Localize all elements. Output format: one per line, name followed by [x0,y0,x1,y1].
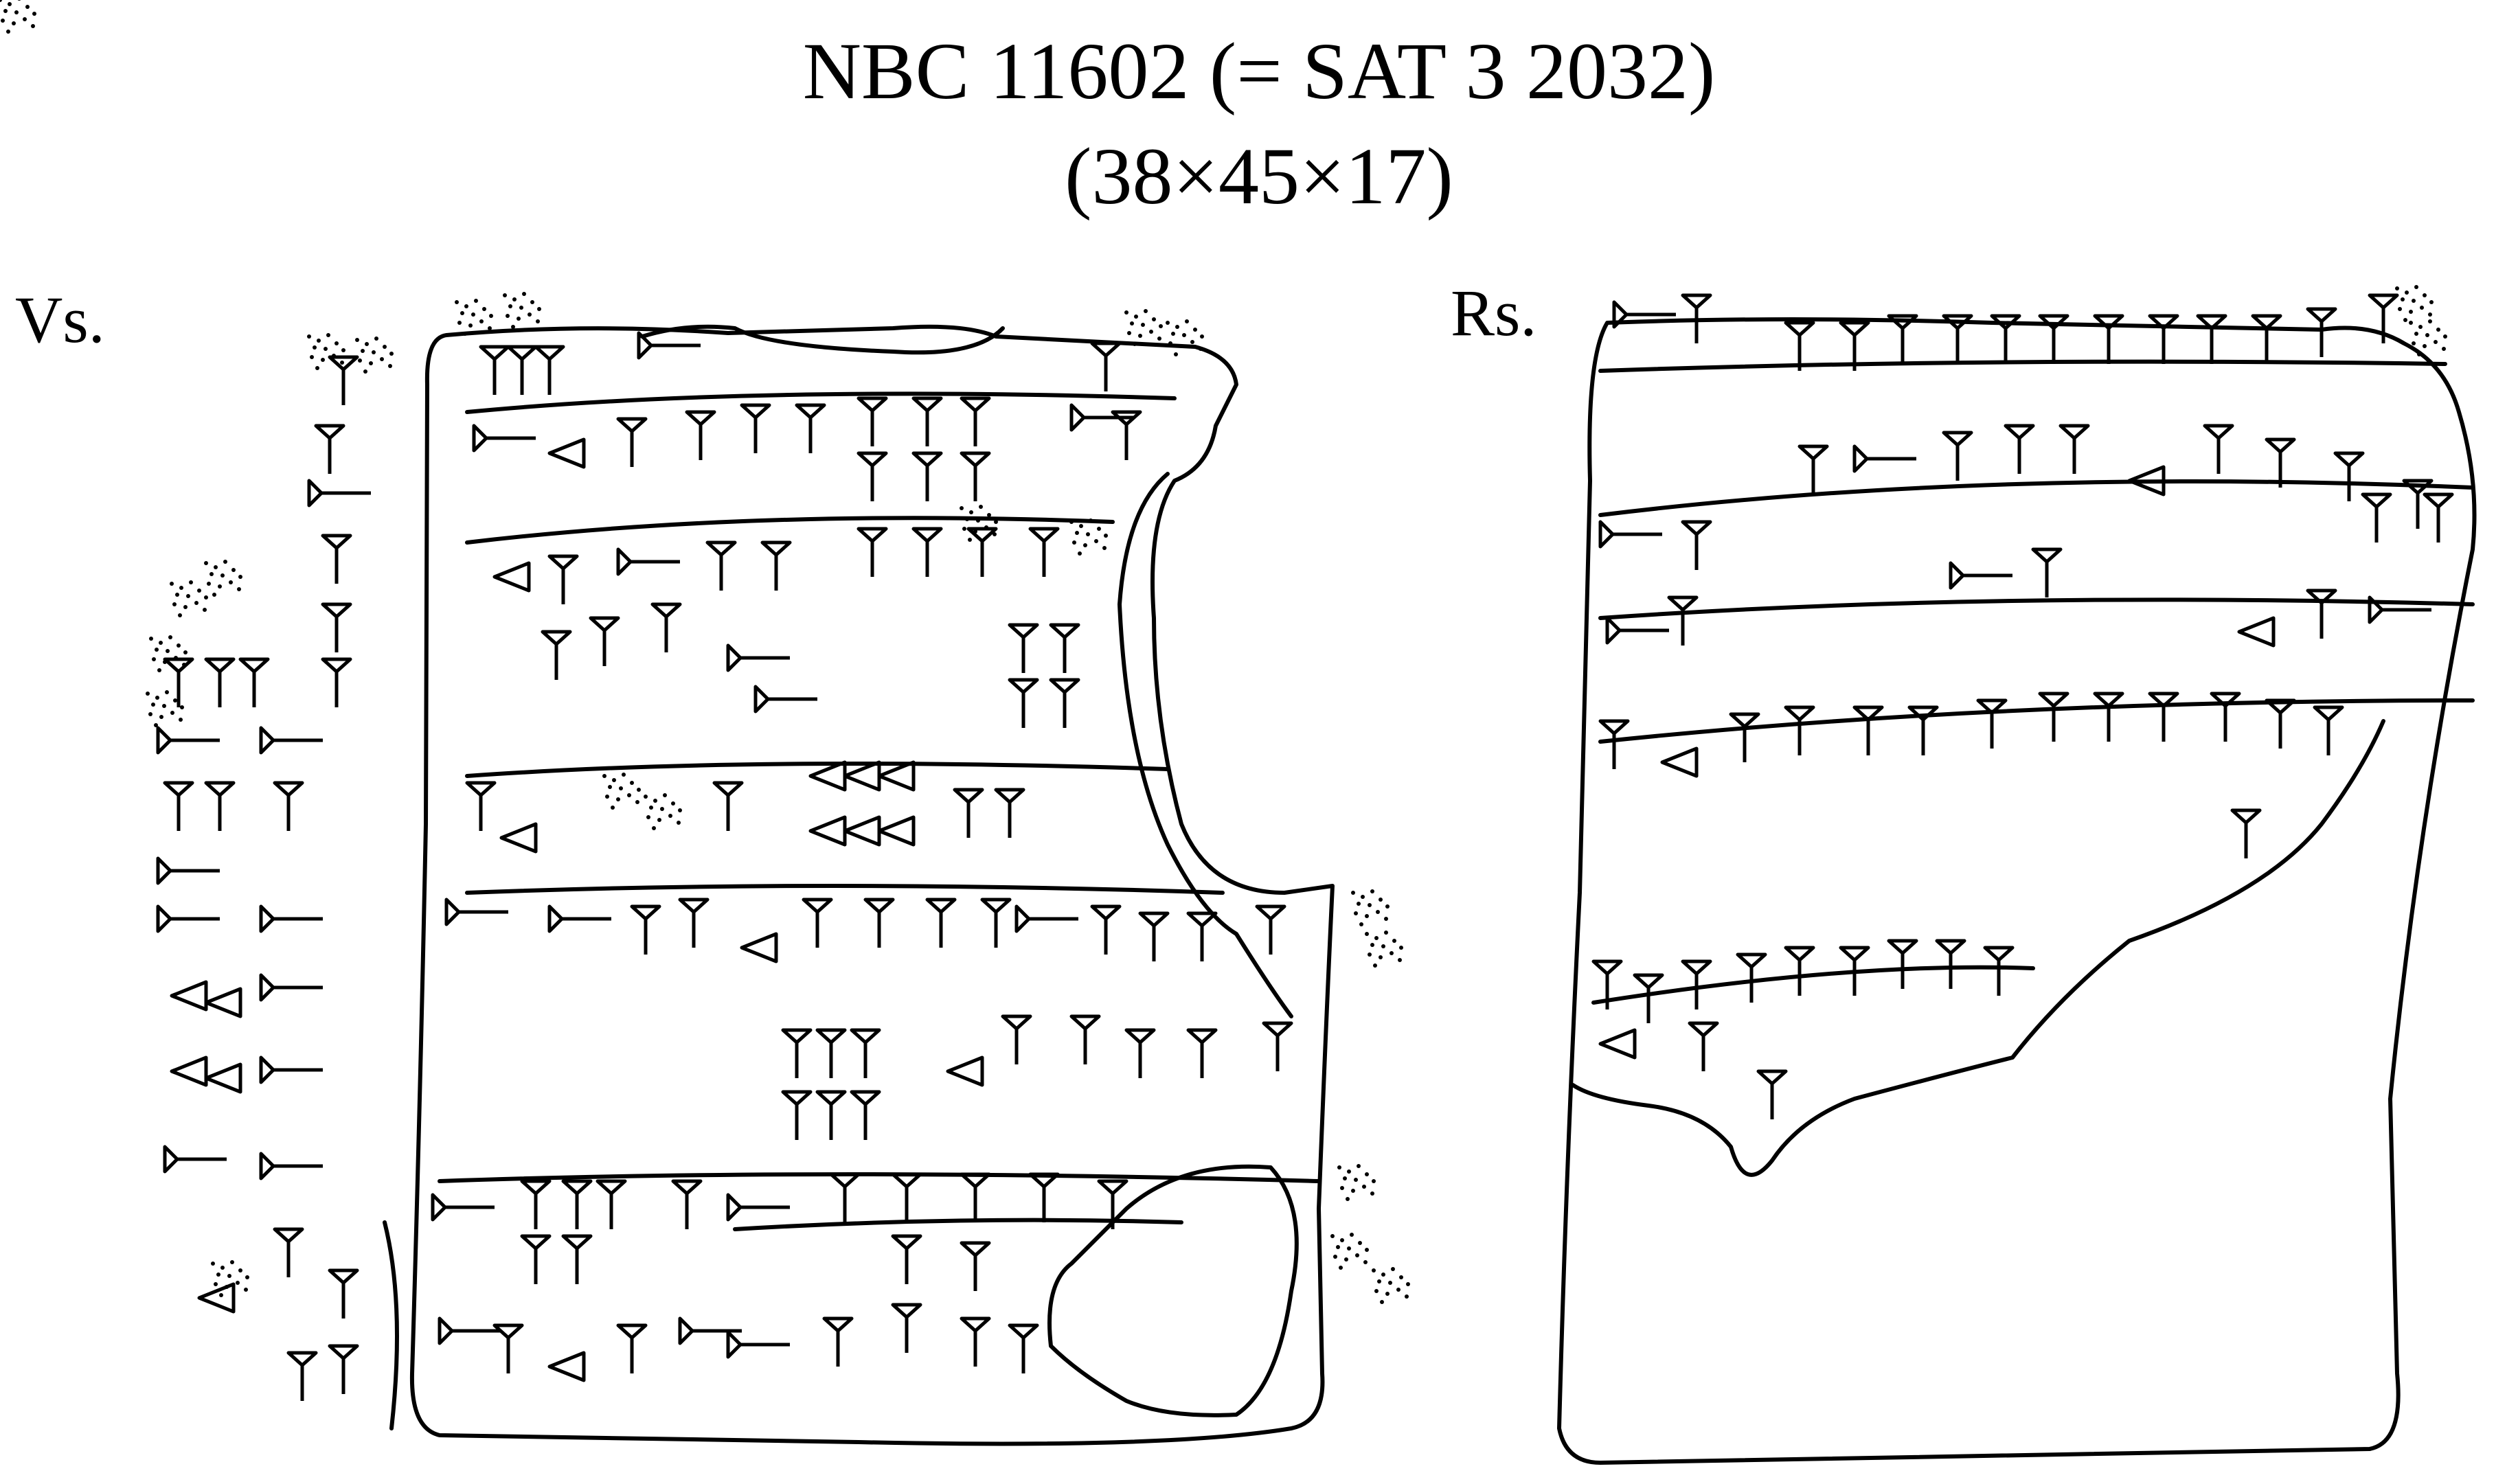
stipple-marks [0,0,36,34]
obverse-top-chip [640,324,1005,355]
reverse-ruling-line-1 [1598,359,2447,373]
reverse-break [1571,719,2385,1177]
reverse-ruling-line-4 [1598,698,2475,744]
reverse-outline [1557,317,2477,1465]
obverse-left-edge-signs [158,357,371,1401]
reverse-signs [1593,295,2452,1119]
reverse-label: Rs. [1451,276,1537,350]
reverse-ruling-line-5 [1591,965,2035,1005]
obverse-ruling-line-2 [465,516,1115,545]
tablet-dimensions: (38×45×17) [1065,131,1453,221]
obverse-bottom-damage [1047,1164,1299,1417]
reverse-ruling-line-2 [1598,479,2475,517]
obverse-outline [409,324,1335,1446]
reverse-ruling-line-3 [1598,597,2475,620]
obverse-ruling-line-6 [733,1218,1183,1231]
obverse-label: Vs. [15,283,105,356]
obverse-ruling-line-1 [465,391,1177,414]
obverse-right-damage [1118,472,1293,1018]
obverse-left-edge-outline [383,1220,399,1430]
obverse-ruling-line-4 [465,884,1225,895]
obverse-ruling-line-3 [465,762,1170,778]
tablet-title: NBC 11602 (= SAT 3 2032) [802,26,1716,116]
